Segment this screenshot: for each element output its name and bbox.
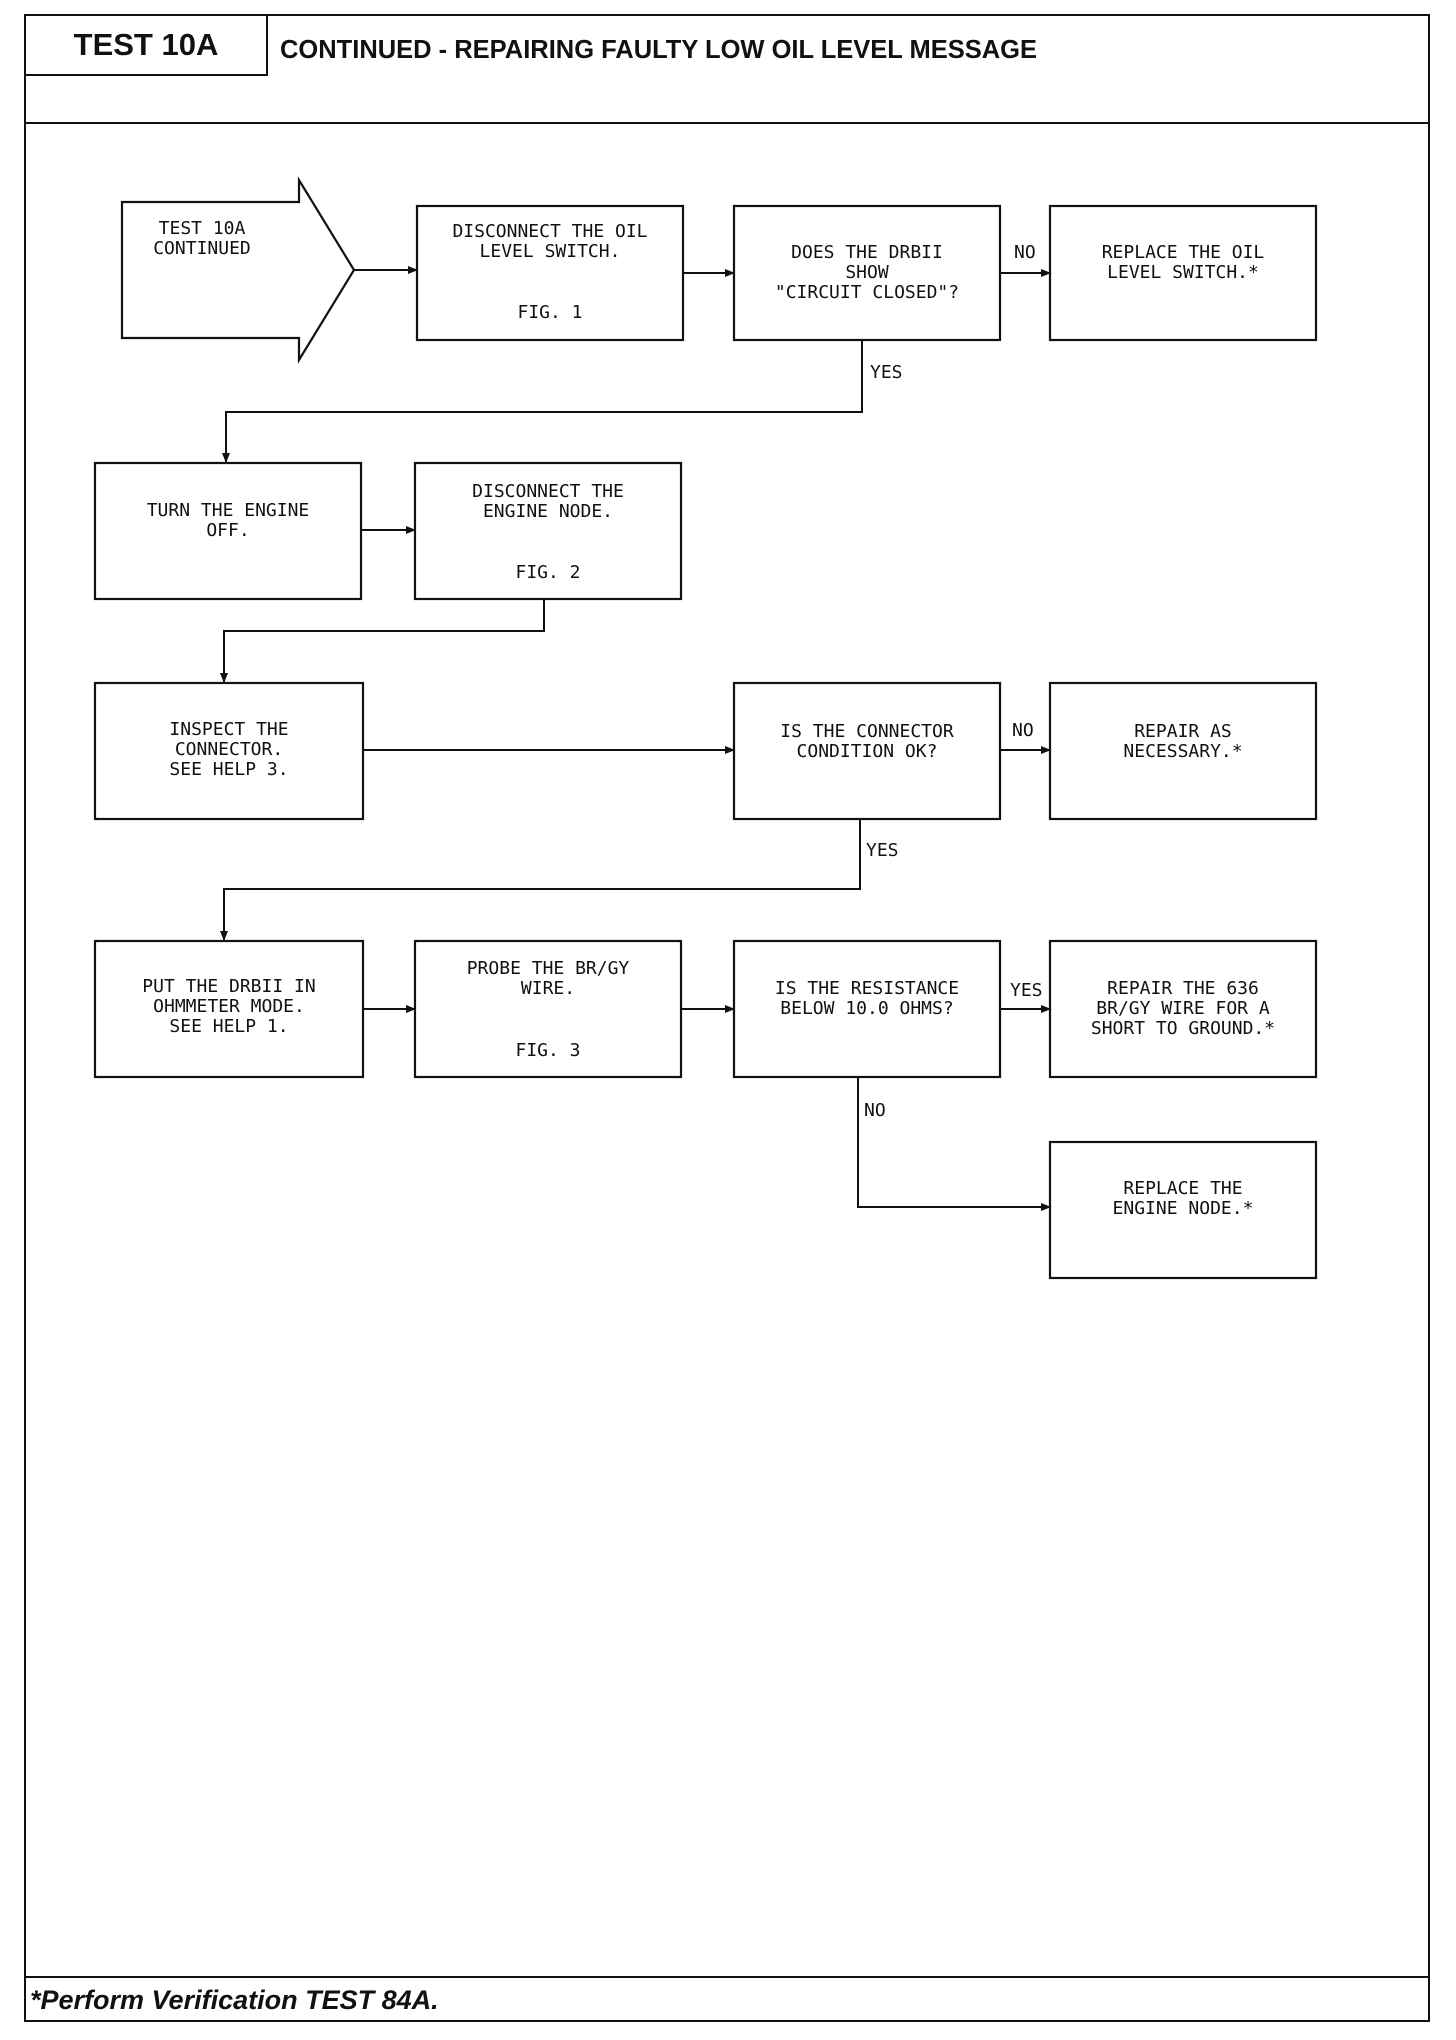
engine-off-box bbox=[93, 461, 363, 601]
repair-wire-line-3: SHORT TO GROUND.* bbox=[1091, 1018, 1275, 1039]
footer-note: *Perform Verification TEST 84A. bbox=[30, 1985, 439, 2015]
connector-yes-to-ohmmeter bbox=[220, 819, 861, 941]
inspect-connector-line-1: INSPECT THE bbox=[169, 719, 288, 740]
replace-node-line-2: ENGINE NODE.* bbox=[1113, 1198, 1254, 1219]
yes-label-1: YES bbox=[870, 362, 903, 383]
repair-necessary-line-1: REPAIR AS bbox=[1134, 721, 1232, 742]
no-label-1: NO bbox=[1014, 242, 1036, 263]
circuit-closed-question-box bbox=[732, 204, 1002, 342]
test-id-label: TEST 10A bbox=[26, 16, 268, 76]
connector-node-to-inspect bbox=[220, 599, 545, 683]
yes-label-2: YES bbox=[866, 840, 899, 861]
replace-switch-line-2: LEVEL SWITCH.* bbox=[1107, 262, 1259, 283]
ohmmeter-mode-line-2: OHMMETER MODE. bbox=[153, 996, 305, 1017]
resistance-question-box bbox=[732, 939, 1002, 1079]
fig-2-label: FIG. 2 bbox=[515, 562, 580, 583]
ohmmeter-mode-line-3: SEE HELP 1. bbox=[169, 1016, 288, 1037]
start-arrow-shape bbox=[120, 176, 356, 364]
circuit-closed-question-line-3: "CIRCUIT CLOSED"? bbox=[775, 282, 959, 303]
disconnect-node-line-2: ENGINE NODE. bbox=[483, 501, 613, 522]
ohmmeter-mode-line-1: PUT THE DRBII IN bbox=[142, 976, 315, 997]
ohmmeter-mode-box bbox=[93, 939, 365, 1079]
no-label-3: NO bbox=[864, 1100, 886, 1121]
disconnect-node-line-1: DISCONNECT THE bbox=[472, 481, 624, 502]
circuit-closed-question-line-1: DOES THE DRBII bbox=[791, 242, 943, 263]
disconnect-switch-line-2: LEVEL SWITCH. bbox=[480, 241, 621, 262]
repair-wire-box bbox=[1048, 939, 1318, 1079]
connector-no-to-replace-node bbox=[857, 1077, 1051, 1211]
yes-label-3: YES bbox=[1010, 980, 1043, 1001]
probe-wire-line-1: PROBE THE BR/GY bbox=[467, 958, 630, 979]
repair-wire-line-1: REPAIR THE 636 bbox=[1107, 978, 1259, 999]
no-label-2: NO bbox=[1012, 720, 1034, 741]
start-line-2: CONTINUED bbox=[153, 238, 251, 259]
connector-question-box bbox=[732, 681, 1002, 821]
engine-off-line-2: OFF. bbox=[206, 520, 249, 541]
connector-question-line-2: CONDITION OK? bbox=[797, 741, 938, 762]
replace-switch-line-1: REPLACE THE OIL bbox=[1102, 242, 1265, 263]
disconnect-switch-box bbox=[415, 204, 685, 342]
resistance-question-line-1: IS THE RESISTANCE bbox=[775, 978, 959, 999]
test-title: CONTINUED - REPAIRING FAULTY LOW OIL LEV… bbox=[280, 36, 1038, 64]
inspect-connector-line-2: CONNECTOR. bbox=[175, 739, 283, 760]
repair-necessary-box bbox=[1048, 681, 1318, 821]
fig-1-label: FIG. 1 bbox=[517, 302, 582, 323]
repair-wire-line-2: BR/GY WIRE FOR A bbox=[1096, 998, 1270, 1019]
probe-wire-line-2: WIRE. bbox=[521, 978, 575, 999]
replace-node-box bbox=[1048, 1140, 1318, 1280]
footer-band bbox=[24, 1976, 1430, 2022]
disconnect-node-box bbox=[413, 461, 683, 601]
disconnect-switch-line-1: DISCONNECT THE OIL bbox=[452, 221, 647, 242]
fig-3-label: FIG. 3 bbox=[515, 1040, 580, 1061]
page-frame bbox=[24, 14, 1430, 2022]
header-band bbox=[24, 14, 1430, 124]
start-line-1: TEST 10A bbox=[159, 218, 246, 239]
replace-switch-box bbox=[1048, 204, 1318, 342]
repair-necessary-line-2: NECESSARY.* bbox=[1123, 741, 1242, 762]
circuit-closed-question-line-2: SHOW bbox=[845, 262, 889, 283]
connector-question-line-1: IS THE CONNECTOR bbox=[780, 721, 954, 742]
engine-off-line-1: TURN THE ENGINE bbox=[147, 500, 310, 521]
inspect-connector-line-3: SEE HELP 3. bbox=[169, 759, 288, 780]
connector-yes-to-engine-off bbox=[222, 340, 863, 463]
replace-node-line-1: REPLACE THE bbox=[1123, 1178, 1242, 1199]
resistance-question-line-2: BELOW 10.0 OHMS? bbox=[780, 998, 953, 1019]
